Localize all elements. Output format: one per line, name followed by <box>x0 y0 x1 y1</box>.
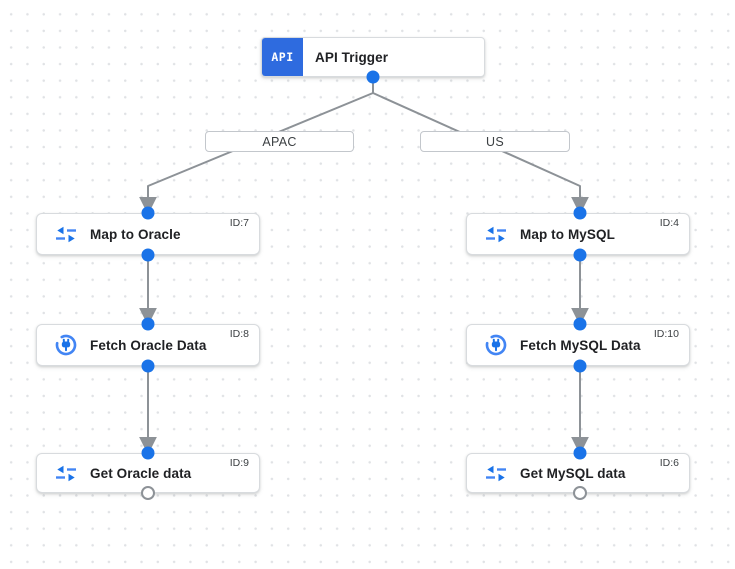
connection-point-out[interactable] <box>573 359 587 373</box>
task-node-map-to-mysql[interactable]: Map to MySQL ID:4 <box>466 213 690 255</box>
node-label: Get Oracle data <box>90 465 192 481</box>
node-id-label: ID:9 <box>229 457 249 469</box>
node-label: Fetch Oracle Data <box>90 337 207 353</box>
node-label: Get MySQL data <box>520 465 626 481</box>
connection-point-out[interactable] <box>366 70 380 84</box>
connection-point-out[interactable] <box>573 248 587 262</box>
node-label: Map to Oracle <box>90 226 181 242</box>
branch-label-text: APAC <box>262 134 297 149</box>
data-mapping-icon <box>484 223 508 245</box>
data-mapping-icon <box>54 462 78 484</box>
branch-label-us[interactable]: US <box>420 131 570 152</box>
trigger-node-api[interactable]: API API Trigger <box>261 37 485 77</box>
data-mapping-icon <box>54 223 78 245</box>
data-mapping-icon <box>484 462 508 484</box>
connection-point-out[interactable] <box>141 359 155 373</box>
task-node-map-to-oracle[interactable]: Map to Oracle ID:7 <box>36 213 260 255</box>
node-label: Fetch MySQL Data <box>520 337 641 353</box>
connection-point-out[interactable] <box>141 248 155 262</box>
connection-point-in[interactable] <box>141 206 155 220</box>
trigger-label: API Trigger <box>315 49 389 65</box>
task-node-fetch-oracle-data[interactable]: Fetch Oracle Data ID:8 <box>36 324 260 366</box>
connection-point-in[interactable] <box>141 317 155 331</box>
connection-point-empty[interactable] <box>141 486 155 500</box>
connection-point-in[interactable] <box>573 446 587 460</box>
branch-label-apac[interactable]: APAC <box>205 131 354 152</box>
connection-point-in[interactable] <box>573 317 587 331</box>
node-id-label: ID:4 <box>659 217 679 229</box>
node-label: Map to MySQL <box>520 226 615 242</box>
api-trigger-icon: API <box>262 38 303 76</box>
branch-label-text: US <box>486 134 504 149</box>
node-id-label: ID:7 <box>229 217 249 229</box>
connector-icon <box>484 334 508 356</box>
connection-point-empty[interactable] <box>573 486 587 500</box>
node-id-label: ID:8 <box>229 328 249 340</box>
connection-point-in[interactable] <box>141 446 155 460</box>
node-id-label: ID:6 <box>659 457 679 469</box>
connection-point-in[interactable] <box>573 206 587 220</box>
connector-icon <box>54 334 78 356</box>
node-id-label: ID:10 <box>653 328 679 340</box>
